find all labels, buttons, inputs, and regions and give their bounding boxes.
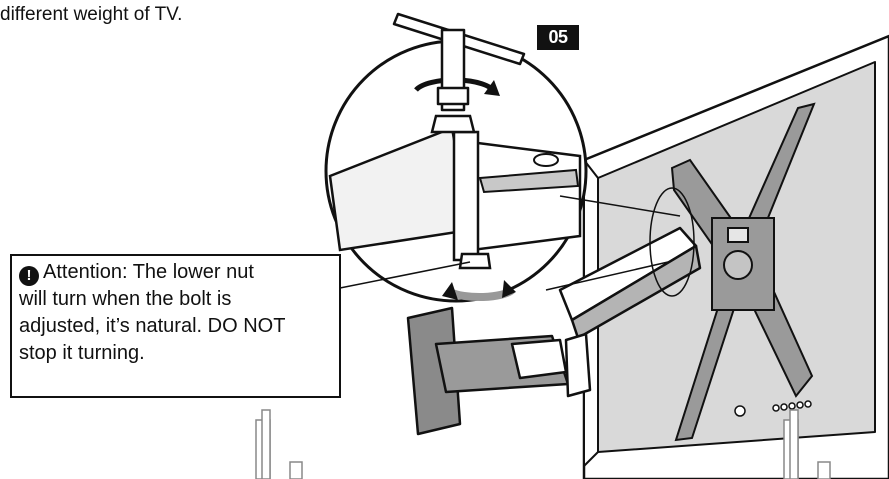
attention-text-2: will turn when the bolt is	[19, 288, 232, 310]
faded-wall-plates	[255, 409, 831, 479]
allen-key-tool	[392, 12, 526, 112]
attention-text-1: Attention: The lower nut	[43, 261, 254, 283]
exclamation-circle-icon: !	[19, 266, 39, 286]
attention-text-4: stop it turning.	[19, 342, 145, 364]
step-number-badge: 05	[537, 25, 579, 50]
attention-text-3: adjusted, it’s natural. DO NOT	[19, 315, 286, 337]
callout-line-1: !Attention: The lower nut	[19, 259, 333, 286]
vesa-mount-plate	[670, 102, 816, 442]
zoom-detail	[324, 39, 588, 303]
tv-buttons	[734, 400, 812, 417]
wall-bracket	[406, 306, 570, 436]
mount-arm	[558, 226, 702, 398]
intro-text: different weight of TV.	[0, 4, 183, 25]
attention-callout: !Attention: The lower nut will turn when…	[10, 254, 341, 398]
zoom-leader-lines	[339, 187, 695, 297]
